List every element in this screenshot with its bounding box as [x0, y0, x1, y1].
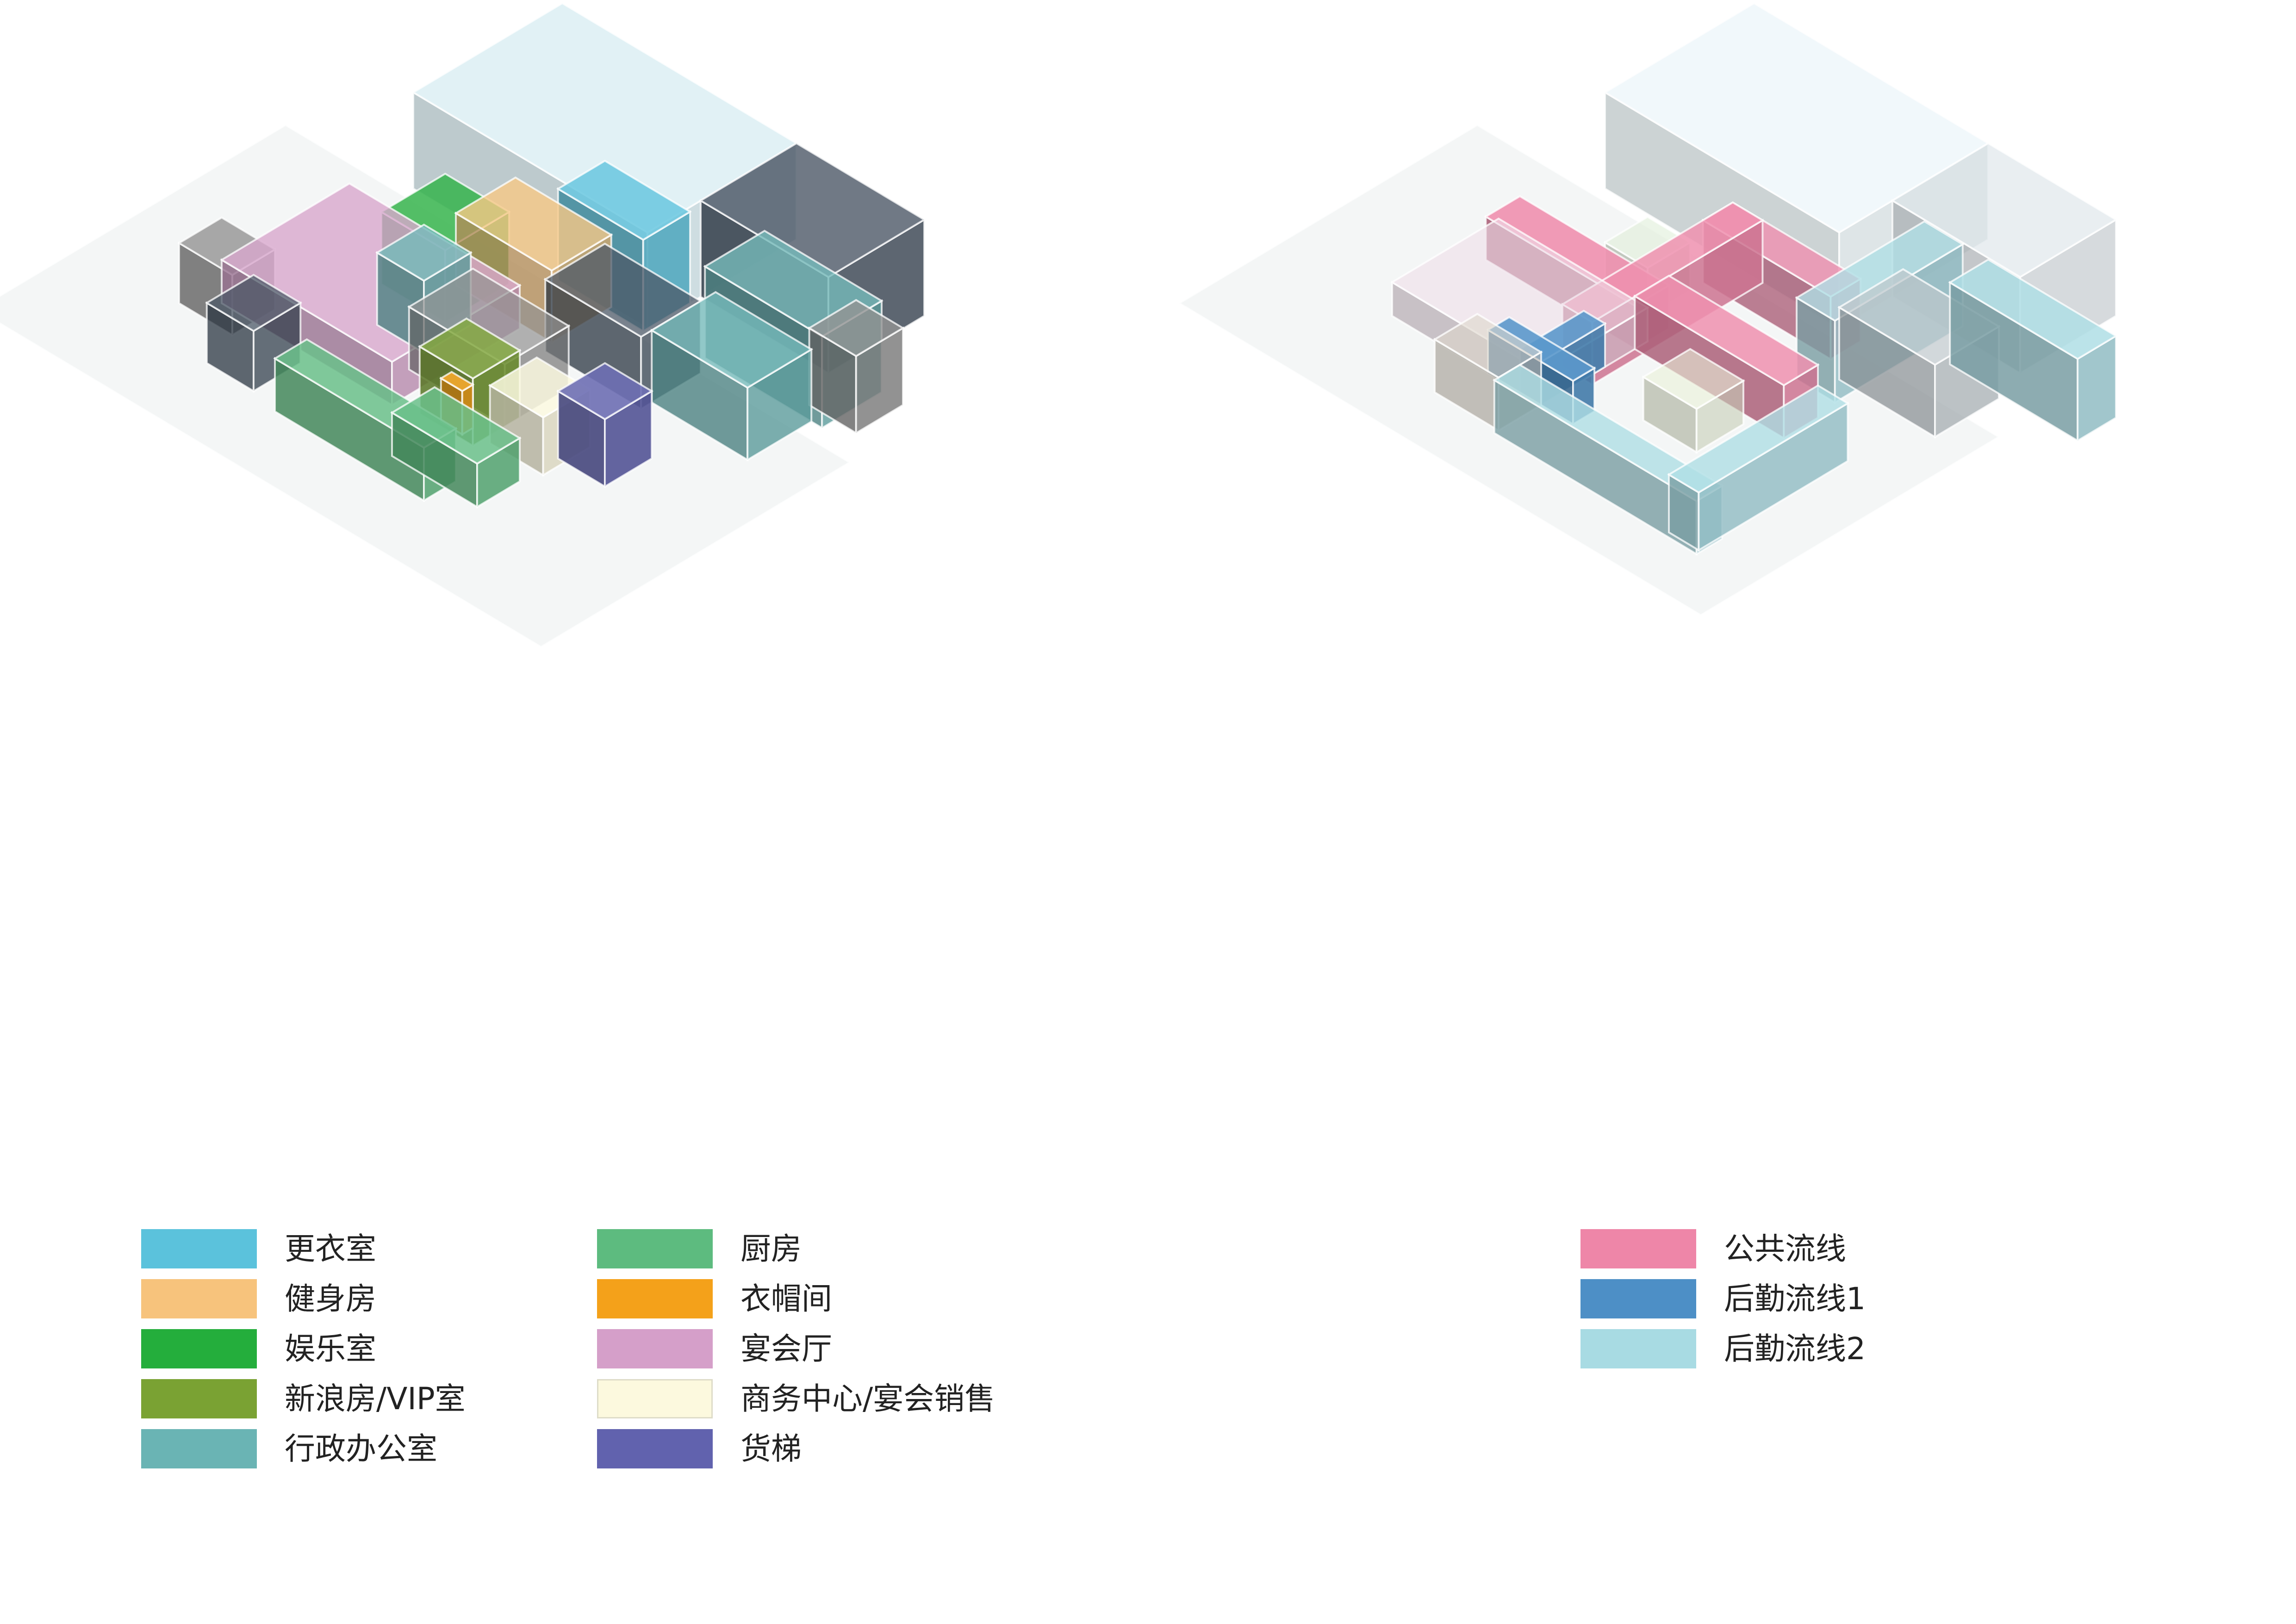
- legend-label: 衣帽间: [740, 1281, 832, 1317]
- legend-swatch: [1580, 1329, 1696, 1368]
- ghost-block-top-face: [1641, 348, 1745, 410]
- legend-label: 货梯: [740, 1431, 802, 1467]
- legend-label: 商务中心/宴会销售: [740, 1381, 996, 1417]
- office-block-top-face: [650, 291, 814, 389]
- legend-swatch: [597, 1429, 713, 1468]
- gym-block-top-face: [454, 176, 613, 272]
- kitchen-block-top-face: [390, 386, 522, 465]
- circulation-massing-model: [1177, 2, 2118, 617]
- legend-swatch: [141, 1429, 257, 1468]
- legend-label: 新浪房/VIP室: [285, 1381, 466, 1417]
- vip-room-block-top-face: [417, 317, 522, 380]
- cloakroom-block-top-face: [439, 371, 475, 392]
- office-block-top-face: [543, 243, 703, 338]
- legend-swatch: [141, 1229, 257, 1268]
- legend-swatch: [597, 1229, 713, 1268]
- ghost-wing-block-top-face: [1603, 2, 1990, 234]
- legend-swatch: [141, 1329, 257, 1368]
- legend-swatch: [597, 1279, 713, 1318]
- program-massing-model: [0, 2, 926, 648]
- legend-swatch: [597, 1329, 713, 1368]
- legend-swatch: [597, 1379, 713, 1418]
- ghost-office-block-top-face: [1891, 142, 2118, 278]
- legend-swatch: [1580, 1229, 1696, 1268]
- legend-label: 行政办公室: [285, 1431, 437, 1467]
- service-corridor-2-top-face: [1795, 220, 1965, 322]
- legend-swatch: [141, 1279, 257, 1318]
- legend-swatch: [141, 1379, 257, 1418]
- changing-room-block-top-face: [556, 160, 692, 241]
- service-corridor-2-top-face: [1667, 384, 1850, 494]
- service-corridor-2-top-face: [1948, 258, 2118, 360]
- storage-block-top-face: [807, 299, 905, 357]
- legend-label: 娱乐室: [285, 1331, 376, 1367]
- legend-label: 健身房: [285, 1281, 376, 1317]
- program-legend: 更衣室健身房娱乐室新浪房/VIP室行政办公室 厨房衣帽间宴会厅商务中心/宴会销售货…: [141, 1229, 1113, 1488]
- legend-label: 更衣室: [285, 1231, 376, 1267]
- public-corridor-top-face: [1633, 275, 1820, 387]
- legend-label: 公共流线: [1724, 1231, 1846, 1267]
- legend-swatch: [1580, 1279, 1696, 1318]
- freight-lift-block-top-face: [556, 362, 654, 420]
- circulation-legend: 公共流线后勤流线1 后勤流线2: [1580, 1229, 1997, 1382]
- legend-label: 厨房: [740, 1231, 802, 1267]
- legend-label: 后勤流线1: [1724, 1281, 1866, 1317]
- office-block-top-face: [375, 223, 473, 282]
- storage-block-top-face: [205, 274, 303, 332]
- legend-label: 宴会厅: [740, 1331, 832, 1367]
- legend-label: 后勤流线2: [1724, 1331, 1866, 1367]
